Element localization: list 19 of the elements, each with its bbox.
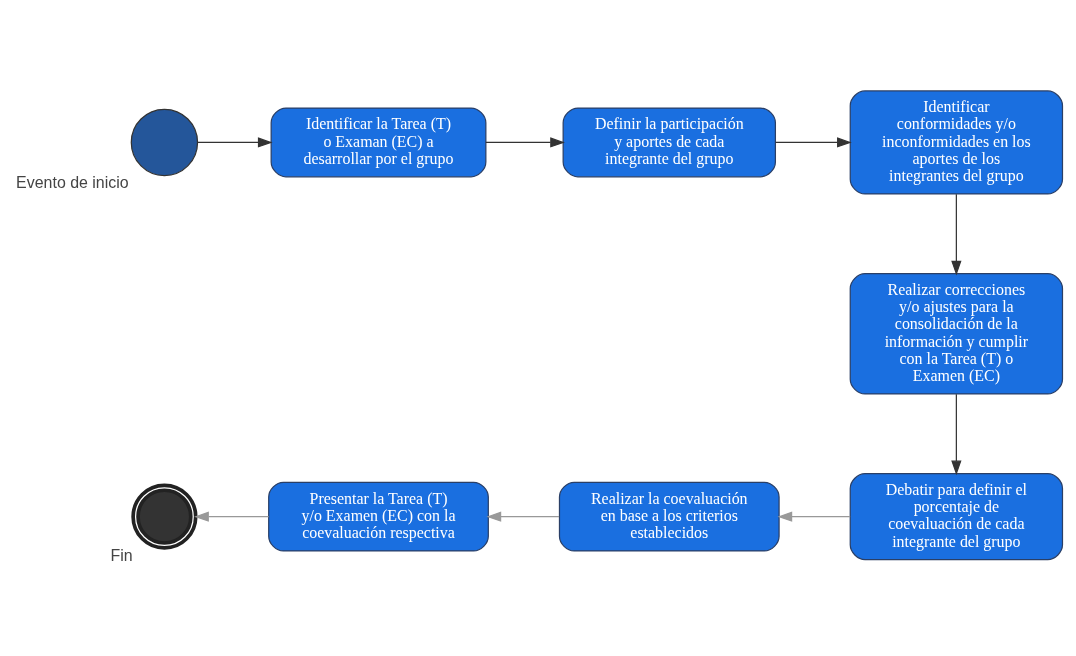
arrow <box>197 137 273 148</box>
node-label: Evento de inicio <box>16 174 129 192</box>
node-circle <box>130 108 199 177</box>
arrow <box>951 193 962 276</box>
node-box: Debatir para definir el porcentaje de coevaluación de cada integrante del grupo <box>849 473 1064 561</box>
node-box: Definir la participación y aportes de cada integrante del grupo <box>562 107 776 178</box>
node-box: Realizar correcciones y/o ajustes para la consolidación de la información y cumplir con la Tarea (T) o Examen (EC) <box>849 273 1064 395</box>
node-box: Identificar conformidades y/o inconformidades en los aportes de los integrantes del grupo <box>849 90 1064 195</box>
arrow <box>775 137 852 148</box>
arrow <box>486 511 560 522</box>
node-box: Realizar la coevaluación en base a los criterios establecidos <box>558 481 780 552</box>
node-box: Identificar la Tarea (T) o Examan (EC) a desarrollar por el grupo <box>270 107 487 178</box>
arrow <box>777 511 851 522</box>
arrow <box>485 137 565 148</box>
node-circle <box>131 483 198 550</box>
arrow <box>194 511 270 522</box>
node-label: Fin <box>110 546 133 564</box>
arrow <box>951 393 962 476</box>
node-box: Presentar la Tarea (T) y/o Examen (EC) con la coevaluación respectiva <box>268 481 489 552</box>
